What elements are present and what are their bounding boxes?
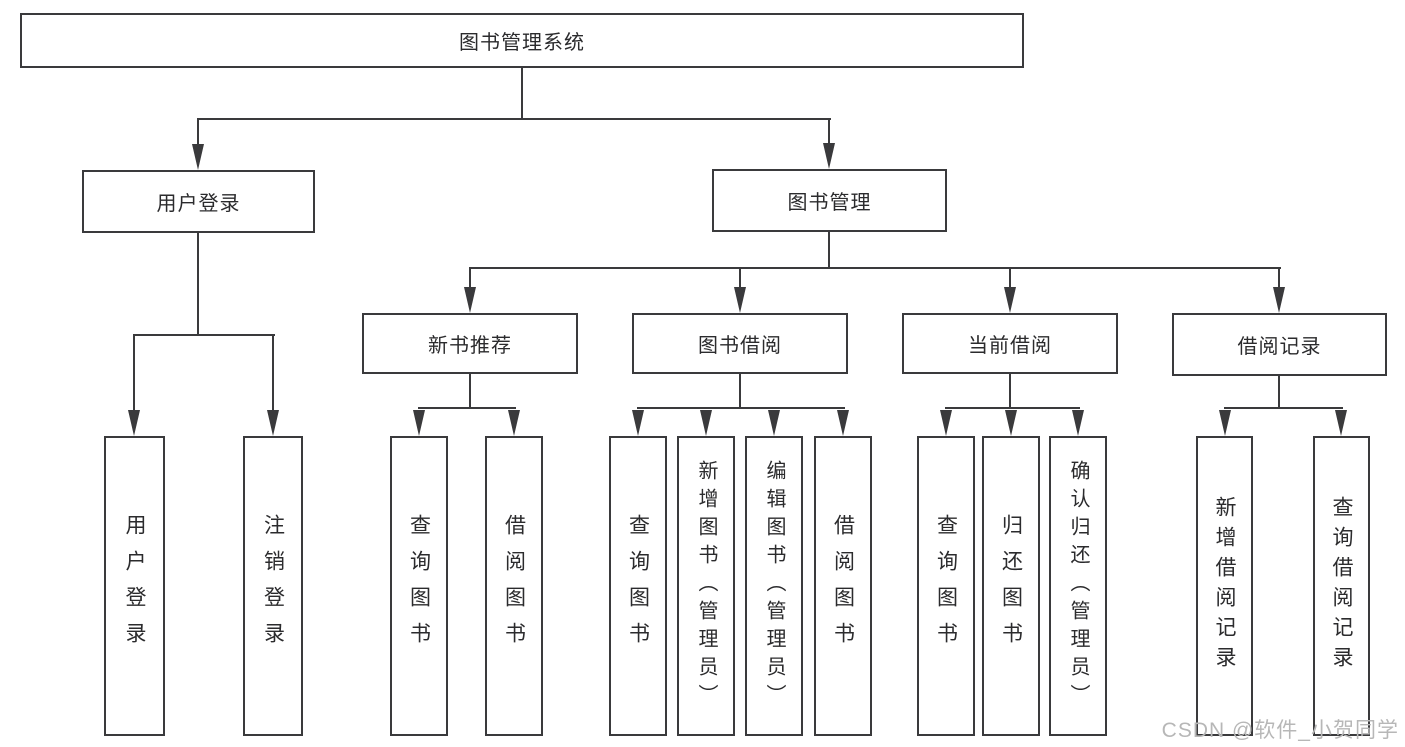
arrow-down-icon — [1005, 410, 1017, 436]
connector-line — [1009, 372, 1011, 409]
node-library-management-system: 图书管理系统 — [20, 13, 1024, 68]
node-label: 新书推荐 — [428, 335, 512, 357]
node-label: 当前借阅 — [968, 335, 1052, 357]
connector-line — [945, 407, 1080, 409]
arrow-down-icon — [267, 410, 279, 436]
leaf-label: 借阅图书 — [831, 514, 855, 658]
arrow-down-icon — [1335, 410, 1347, 436]
arrow-down-icon — [700, 410, 712, 436]
connector-line — [418, 407, 516, 409]
connector-line — [197, 118, 199, 148]
node-book-management: 图书管理 — [712, 169, 947, 232]
arrow-down-icon — [1273, 287, 1285, 313]
arrow-down-icon — [192, 144, 204, 170]
node-book-borrowing: 图书借阅 — [632, 313, 848, 374]
connector-line — [828, 230, 830, 269]
leaf-borrow-books: 借阅图书 — [814, 436, 872, 736]
leaf-query-books-recommend: 查询图书 — [390, 436, 448, 736]
connector-line — [828, 118, 830, 147]
connector-line — [197, 118, 831, 120]
leaf-edit-books-admin: 编辑图书（管理员） — [745, 436, 803, 736]
leaf-label: 归还图书 — [999, 514, 1023, 658]
leaf-add-books-admin: 新增图书（管理员） — [677, 436, 735, 736]
watermark: CSDN @软件_小贺同学 — [1161, 719, 1399, 742]
connector-line — [197, 231, 199, 336]
connector-line — [1278, 267, 1280, 291]
leaf-query-books-borrowing: 查询图书 — [609, 436, 667, 736]
leaf-label: 新增借阅记录 — [1213, 496, 1236, 676]
leaf-label: 查询图书 — [934, 514, 958, 658]
arrow-down-icon — [128, 410, 140, 436]
connector-line — [739, 372, 741, 409]
leaf-label: 查询借阅记录 — [1330, 496, 1353, 676]
connector-line — [637, 407, 845, 409]
arrow-down-icon — [734, 287, 746, 313]
connector-line — [1224, 407, 1343, 409]
leaf-query-borrow-record: 查询借阅记录 — [1313, 436, 1370, 736]
arrow-down-icon — [768, 410, 780, 436]
node-current-borrowing: 当前借阅 — [902, 313, 1118, 374]
arrow-down-icon — [508, 410, 520, 436]
node-borrowing-records: 借阅记录 — [1172, 313, 1387, 376]
arrow-down-icon — [413, 410, 425, 436]
arrow-down-icon — [940, 410, 952, 436]
connector-line — [1278, 374, 1280, 409]
arrow-down-icon — [1004, 287, 1016, 313]
connector-line — [469, 372, 471, 409]
leaf-label: 注销登录 — [261, 514, 285, 658]
arrow-down-icon — [464, 287, 476, 313]
node-new-book-recommend: 新书推荐 — [362, 313, 578, 374]
node-user-login: 用户登录 — [82, 170, 315, 233]
leaf-label: 新增图书（管理员） — [695, 460, 717, 712]
leaf-label: 用户登录 — [123, 514, 146, 658]
arrow-down-icon — [632, 410, 644, 436]
node-label: 图书管理系统 — [459, 32, 585, 54]
leaf-return-books: 归还图书 — [982, 436, 1040, 736]
leaf-logout: 注销登录 — [243, 436, 303, 736]
connector-line — [133, 334, 135, 414]
leaf-add-borrow-record: 新增借阅记录 — [1196, 436, 1253, 736]
connector-line — [1009, 267, 1011, 291]
arrow-down-icon — [837, 410, 849, 436]
node-label: 借阅记录 — [1237, 336, 1322, 358]
leaf-label: 查询图书 — [626, 514, 650, 658]
arrow-down-icon — [823, 143, 835, 169]
leaf-borrow-books-recommend: 借阅图书 — [485, 436, 543, 736]
arrow-down-icon — [1219, 410, 1231, 436]
connector-line — [272, 334, 274, 414]
node-label: 图书管理 — [787, 192, 872, 214]
arrow-down-icon — [1072, 410, 1084, 436]
connector-line — [521, 66, 523, 120]
leaf-label: 确认归还（管理员） — [1067, 460, 1089, 712]
connector-line — [739, 267, 741, 291]
connector-line — [469, 267, 1281, 269]
leaf-label: 编辑图书（管理员） — [763, 460, 785, 712]
node-label: 用户登录 — [156, 193, 241, 215]
leaf-label: 查询图书 — [407, 514, 431, 658]
connector-line — [469, 267, 471, 291]
leaf-query-books-current: 查询图书 — [917, 436, 975, 736]
node-label: 图书借阅 — [698, 335, 782, 357]
connector-line — [133, 334, 275, 336]
leaf-label: 借阅图书 — [502, 514, 526, 658]
leaf-confirm-return-admin: 确认归还（管理员） — [1049, 436, 1107, 736]
leaf-user-login: 用户登录 — [104, 436, 165, 736]
